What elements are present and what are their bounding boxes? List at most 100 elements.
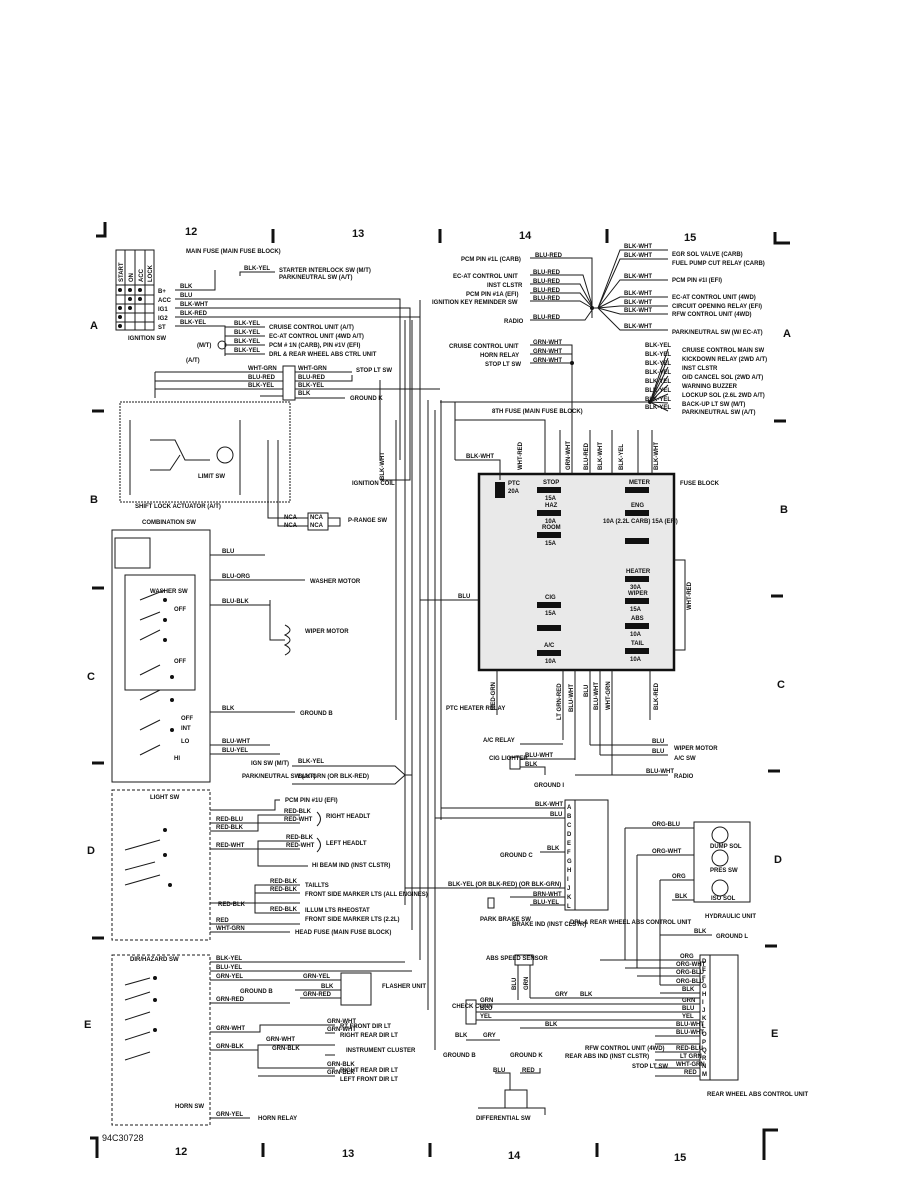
- trr-wire-6: BLK-WHT: [624, 324, 652, 330]
- svg-text:ABS: ABS: [631, 616, 644, 622]
- fb-bot-wire-6: BLK-RED: [654, 682, 660, 710]
- p-range-sw: P-RANGE SW: [348, 518, 387, 524]
- park-neutral-label: PARK/NEUTRAL SW (A/T): [242, 774, 315, 780]
- hyd-blk: BLK: [694, 929, 707, 935]
- ry-label-6: BACK-UP LT SW (M/T): [682, 402, 745, 408]
- svg-text:STOP: STOP: [543, 480, 559, 486]
- fuse-block: FUSE BLOCK 8TH FUSE (MAIN FUSE BLOCK) WH…: [420, 409, 720, 775]
- out-3: RIGHT REAR DIR LT: [340, 1068, 398, 1074]
- trr-label-5: RFW CONTROL UNIT (4WD): [672, 312, 752, 318]
- ignition-coil: IGNITION COIL: [352, 481, 395, 487]
- diff-wire-1: RED: [522, 1068, 535, 1074]
- row-label-right-d: D: [774, 854, 782, 866]
- ra-wire-10: RED-BLU: [676, 1046, 703, 1052]
- ra-pin-4: H: [702, 992, 706, 998]
- trr-wire-2: BLK-WHT: [624, 274, 652, 280]
- fb-bot-wire-4: BLU-WHT: [594, 682, 600, 710]
- svg-text:HAZ: HAZ: [545, 503, 558, 509]
- rm-wire-2: BLU-WHT: [646, 769, 674, 775]
- cig-ground: GROUND I: [534, 783, 564, 789]
- fl-wire-0: GRN-YEL: [303, 974, 330, 980]
- cc-wire-4: GRY: [483, 1033, 496, 1039]
- svg-text:WIPER: WIPER: [628, 591, 648, 597]
- ry-wire-4: BLK-YEL: [645, 379, 671, 385]
- out-0: RT FRONT DIR LT: [340, 1024, 391, 1030]
- trl-wire-6: GRN-WHT: [533, 340, 562, 346]
- drl-pin-a: A: [567, 805, 572, 811]
- abs-wire-1: GRN: [524, 977, 530, 990]
- col-label-top-14: 14: [519, 230, 532, 242]
- fb-bot-wire-0: RED-GRN: [491, 682, 497, 710]
- ign-sw-mt: IGN SW (M/T): [251, 761, 289, 767]
- light-sw-title: LIGHT SW: [150, 795, 180, 801]
- out-wire-0: GRN-WHT: [327, 1019, 356, 1025]
- row-label-left-a: A: [90, 320, 98, 332]
- cs-wire-5: BLU-YEL: [222, 748, 248, 754]
- cs-wire-4: BLU-WHT: [222, 739, 250, 745]
- abs-wire-2: GRY: [555, 992, 568, 998]
- ra-wire-2: ORG-BLU: [676, 970, 704, 976]
- rm-wire-1: BLU: [652, 749, 664, 755]
- trl-wire-3: BLU-RED: [533, 288, 561, 294]
- svg-text:CIG: CIG: [545, 595, 556, 601]
- cs-pos-int: INT: [181, 726, 191, 732]
- trr-wire-1: BLK-WHT: [624, 253, 652, 259]
- cc-wire-1: BLU: [480, 1006, 492, 1012]
- ry-wire-1: BLK-YEL: [645, 352, 671, 358]
- drl-pin-e: E: [567, 841, 571, 847]
- nca-2: NCA: [310, 515, 324, 521]
- ign-pos-start: START: [119, 262, 125, 282]
- shift-lock-title: SHIFT LOCK ACTUATOR (A/T): [135, 504, 221, 510]
- ra-wire-4: BLK: [682, 987, 695, 993]
- svg-text:15A: 15A: [545, 496, 557, 502]
- cs-wire-1: BLU-ORG: [222, 574, 250, 580]
- trr-wire-4: BLK-WHT: [624, 300, 652, 306]
- fb-top-wire-1: GRN-WHT: [566, 441, 572, 470]
- svg-text:30A: 30A: [630, 585, 642, 591]
- ignition-sw-title: IGNITION SW: [128, 336, 166, 342]
- ra-wire-8: BLU-WHT: [676, 1022, 704, 1028]
- ls-wire-2: RED-WHT: [284, 817, 313, 823]
- combination-sw-title: COMBINATION SW: [142, 520, 196, 526]
- limit-sw: LIMIT SW: [198, 474, 225, 480]
- trr-label-3: EC-AT CONTROL UNIT (4WD): [672, 295, 756, 301]
- out-wire-1: GRN-WHT: [327, 1027, 356, 1033]
- svg-text:10A (2.2L CARB) 15A (EFI): 10A (2.2L CARB) 15A (EFI): [603, 519, 678, 525]
- fb-top-wire-4: BLK-YEL: [619, 444, 625, 470]
- rear-abs-title: REAR WHEEL ABS CONTROL UNIT: [707, 1092, 809, 1098]
- drl-pin-h: H: [567, 868, 571, 874]
- ign-sw-mt-wire: BLK-YEL: [298, 759, 324, 765]
- ra-pin-13: N: [702, 1064, 706, 1070]
- ra-pin-2: F: [702, 976, 706, 982]
- ac-relay: A/C RELAY: [483, 738, 515, 744]
- ra-wire-12: WHT-GRN: [676, 1062, 705, 1068]
- dh-wire-0: BLK-YEL: [216, 956, 242, 962]
- drl-pin-k: K: [567, 895, 572, 901]
- col-label-bottom-12: 12: [175, 1146, 187, 1158]
- fuse-block-title: FUSE BLOCK: [680, 481, 720, 487]
- tail-wire-2: RED-BLK: [270, 907, 298, 913]
- abs-wire-0: BLU: [512, 978, 518, 990]
- ign-term-ig1: IG1: [158, 307, 168, 313]
- ra-pin-14: M: [702, 1072, 707, 1078]
- fuse-tail: TAIL 10A: [625, 641, 649, 663]
- trl-wire-4: BLU-RED: [533, 296, 561, 302]
- main-fuse-label: MAIN FUSE (MAIN FUSE BLOCK): [186, 249, 281, 255]
- trl-label-2: INST CLSTR: [487, 283, 523, 289]
- ra-wire-5: GRN: [682, 998, 695, 1004]
- cs-pos-lo: LO: [181, 739, 190, 745]
- ry-label-3: O/D CANCEL SOL (2WD A/T): [682, 375, 763, 381]
- stop-wire-3: BLK: [298, 391, 311, 397]
- trunk-lines: BLK-WHT IGNITION COIL: [352, 300, 456, 1050]
- ign-pos-acc: ACC: [139, 268, 145, 282]
- top-right-left-labels: PCM PIN #1L (CARB) BLU-RED EC-AT CONTROL…: [432, 253, 594, 460]
- stop-lt-area: WHT-GRN BLU-RED BLK-YEL BLK WHT-GRN BLU-…: [119, 365, 440, 531]
- cc-wire-3: BLK: [455, 1033, 468, 1039]
- tl-to-4: PCM # 1N (CARB), PIN #1V (EFI): [269, 343, 360, 349]
- svg-text:10A: 10A: [545, 519, 557, 525]
- col-label-bottom-15: 15: [674, 1152, 686, 1164]
- drl-pin-g: G: [567, 859, 572, 865]
- fb-bot-wire-2: BLU-WHT: [569, 684, 575, 712]
- col-label-top-15: 15: [684, 232, 696, 244]
